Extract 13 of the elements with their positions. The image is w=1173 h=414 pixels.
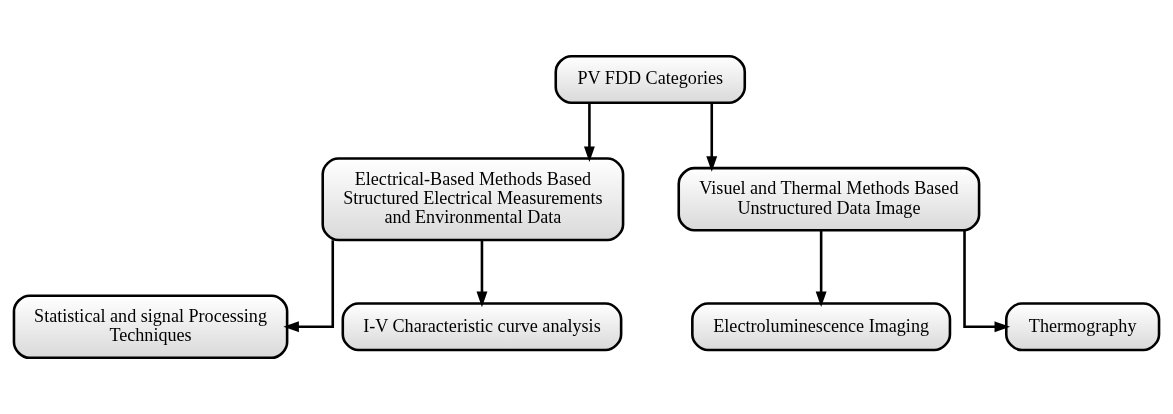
arrow [476,240,488,308]
node-box: I-V Characteristic curve analysis [341,302,623,352]
node-box: Visuel and Thermal Methods Based Unstructured Data Image [677,166,981,232]
arrow [815,230,827,307]
arrow [963,230,1011,333]
node-box: Electrical-Based Methods Based Structured Electrical Measurements and Environmental Data [321,157,625,242]
arrow [283,240,335,333]
node-box: Electroluminescence Imaging [691,302,952,352]
arrow [583,103,595,163]
node-box: PV FDD Categories [554,54,747,105]
node-box: Statistical and signal Processing Techniques [12,294,289,360]
arrow [706,103,718,172]
node-box: Thermography [1005,302,1161,352]
